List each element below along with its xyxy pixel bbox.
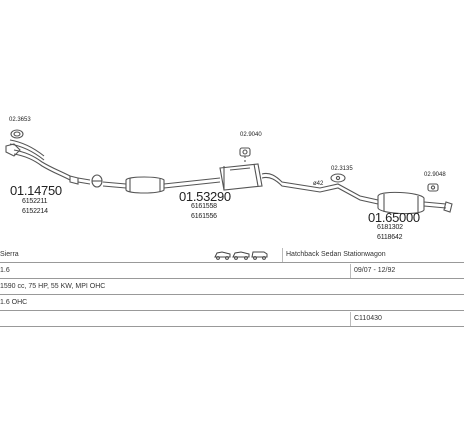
exhaust-system-drawing bbox=[5, 129, 453, 215]
front-gasket bbox=[10, 129, 24, 139]
model-name: Sierra bbox=[0, 251, 19, 258]
gasket-part-number: 02.3653 bbox=[9, 117, 31, 123]
middle-silencer-ref-1: 6161558 bbox=[191, 203, 217, 210]
engine-details: 1590 cc, 75 HP, 55 KW, MPI OHC bbox=[0, 283, 106, 290]
rear-pipe bbox=[261, 172, 379, 205]
rear-silencer-ref-1: 6181302 bbox=[377, 224, 403, 231]
engine-volume: 1.6 bbox=[0, 267, 10, 274]
rear-silencer bbox=[377, 191, 453, 215]
middle-silencer-part-number: 01.53290 bbox=[179, 189, 231, 204]
rear-silencer-ref-2: 6118642 bbox=[377, 234, 403, 241]
model-row: Sierra Hatchback Sedan Stationwagon bbox=[0, 247, 464, 263]
rear-hanger bbox=[427, 183, 439, 192]
production-dates: 09/07 - 12/92 bbox=[354, 267, 396, 274]
engine-code-row: 1.6 OHC bbox=[0, 295, 464, 311]
rear-silencer-part-number: 01.65000 bbox=[368, 210, 420, 225]
front-pipe-ref-2: 6152214 bbox=[22, 208, 48, 215]
front-clamp bbox=[91, 174, 103, 188]
production-row: 1.6 09/07 - 12/92 bbox=[0, 263, 464, 279]
rubber-mount-rear bbox=[330, 173, 346, 183]
engine-row: 1590 cc, 75 HP, 55 KW, MPI OHC bbox=[0, 279, 464, 295]
body-type-icons bbox=[214, 247, 268, 261]
rear-hanger-part-number: 02.9048 bbox=[424, 172, 446, 178]
mid-pipe-1 bbox=[102, 181, 127, 185]
center-resonator bbox=[125, 176, 165, 194]
front-pipe bbox=[5, 139, 91, 185]
rear-mount-part-number: 02.3135 bbox=[331, 166, 353, 172]
catalogue-number: C110430 bbox=[354, 315, 382, 322]
middle-silencer bbox=[219, 163, 263, 191]
car-silhouette-icon bbox=[214, 251, 268, 260]
engine-code: 1.6 OHC bbox=[0, 299, 28, 306]
front-pipe-ref-1: 6152211 bbox=[22, 198, 48, 205]
body-types: Hatchback Sedan Stationwagon bbox=[286, 251, 386, 258]
rubber-mount-mid bbox=[239, 147, 251, 164]
front-pipe-part-number: 01.14750 bbox=[10, 183, 62, 198]
catalogue-row: C110430 bbox=[0, 311, 464, 327]
pipe-diameter-label: ø42 bbox=[313, 181, 324, 187]
exhaust-diagram: 02.3653 01.14750 6152211 6152214 01.5329… bbox=[5, 117, 453, 241]
mid-mount-part-number: 02.9040 bbox=[240, 132, 262, 138]
middle-silencer-ref-2: 6161556 bbox=[191, 213, 217, 220]
